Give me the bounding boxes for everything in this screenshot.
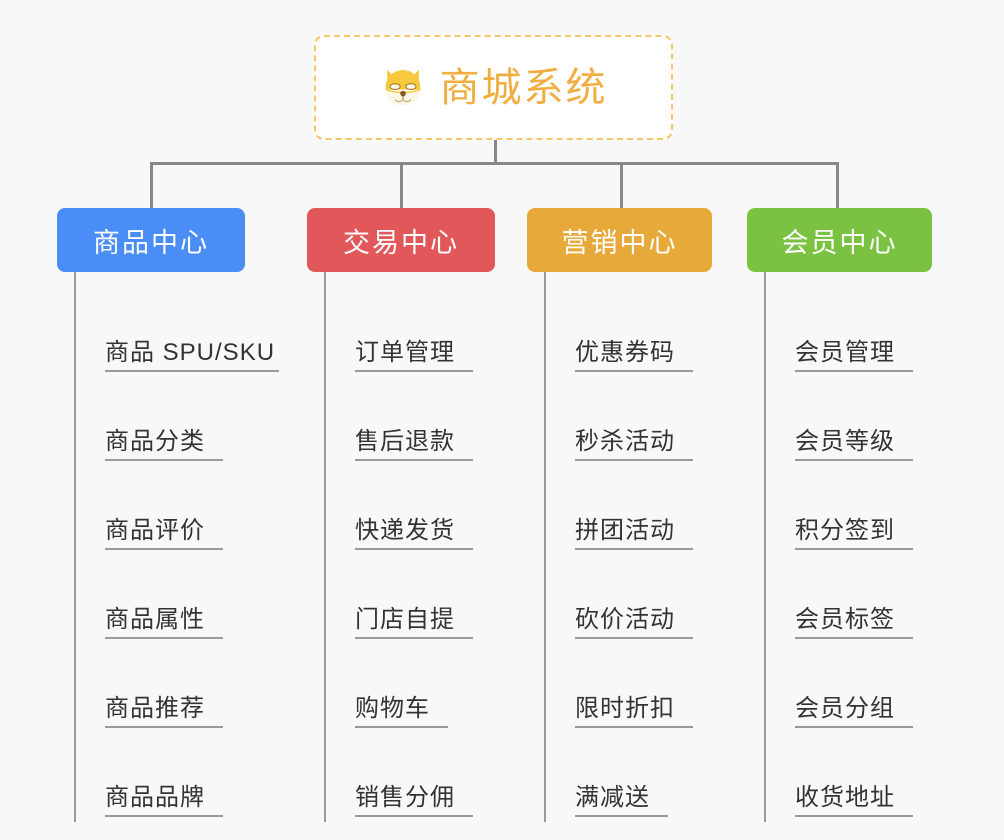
leaf-label: 优惠券码	[575, 339, 693, 372]
leaf-item[interactable]: 会员等级	[764, 377, 967, 466]
connector-drop-product	[150, 162, 153, 208]
leaf-label: 销售分佣	[355, 784, 473, 817]
category-header-trade-center[interactable]: 交易中心	[307, 208, 495, 272]
leaf-label: 商品属性	[105, 606, 223, 639]
leaf-item[interactable]: 商品品牌	[74, 733, 277, 822]
leaf-item[interactable]: 购物车	[324, 644, 527, 733]
leaf-item[interactable]: 商品分类	[74, 377, 277, 466]
leaf-label: 收货地址	[795, 784, 913, 817]
connector-trunk-trade	[324, 272, 326, 822]
connector-horizontal-bus	[150, 162, 839, 165]
leaf-item[interactable]: 满减送	[544, 733, 747, 822]
leaf-item[interactable]: 商品评价	[74, 466, 277, 555]
leaf-label: 会员等级	[795, 428, 913, 461]
leaf-label: 会员分组	[795, 695, 913, 728]
connector-trunk-product	[74, 272, 76, 822]
leaf-item[interactable]: 拼团活动	[544, 466, 747, 555]
leaf-item[interactable]: 优惠券码	[544, 288, 747, 377]
leaf-item[interactable]: 售后退款	[324, 377, 527, 466]
root-node[interactable]: 商城系统	[314, 35, 673, 140]
leaf-item[interactable]: 门店自提	[324, 555, 527, 644]
category-header-label: 营销中心	[561, 227, 678, 258]
leaf-label: 积分签到	[795, 517, 913, 550]
leaf-item[interactable]: 会员分组	[764, 644, 967, 733]
category-column-product-center: 商品中心 商品 SPU/SKU 商品分类 商品评价 商品属性 商品推荐 商品品牌	[57, 208, 280, 822]
leaf-label: 售后退款	[355, 428, 473, 461]
leaf-item[interactable]: 收货地址	[764, 733, 967, 822]
leaf-label: 商品品牌	[105, 784, 223, 817]
leaf-item[interactable]: 会员标签	[764, 555, 967, 644]
connector-trunk-member	[764, 272, 766, 822]
leaf-label: 砍价活动	[575, 606, 693, 639]
leaf-item[interactable]: 砍价活动	[544, 555, 747, 644]
leaf-label: 会员标签	[795, 606, 913, 639]
category-column-marketing-center: 营销中心 优惠券码 秒杀活动 拼团活动 砍价活动 限时折扣 满减送	[527, 208, 747, 822]
leaf-list-marketing-center: 优惠券码 秒杀活动 拼团活动 砍价活动 限时折扣 满减送	[527, 272, 747, 822]
connector-drop-trade	[400, 162, 403, 208]
leaf-item[interactable]: 快递发货	[324, 466, 527, 555]
shiba-dog-face-icon	[380, 65, 426, 111]
leaf-item[interactable]: 订单管理	[324, 288, 527, 377]
leaf-label: 门店自提	[355, 606, 473, 639]
leaf-label: 会员管理	[795, 339, 913, 372]
leaf-list-product-center: 商品 SPU/SKU 商品分类 商品评价 商品属性 商品推荐 商品品牌	[57, 272, 280, 822]
leaf-list-trade-center: 订单管理 售后退款 快递发货 门店自提 购物车 销售分佣	[307, 272, 527, 822]
leaf-item[interactable]: 会员管理	[764, 288, 967, 377]
category-header-product-center[interactable]: 商品中心	[57, 208, 245, 272]
leaf-label: 满减送	[575, 784, 668, 817]
leaf-label: 拼团活动	[575, 517, 693, 550]
category-header-member-center[interactable]: 会员中心	[747, 208, 932, 272]
leaf-label: 购物车	[355, 695, 448, 728]
category-header-label: 交易中心	[343, 227, 459, 258]
category-header-marketing-center[interactable]: 营销中心	[527, 208, 712, 272]
leaf-item[interactable]: 商品属性	[74, 555, 277, 644]
leaf-list-member-center: 会员管理 会员等级 积分签到 会员标签 会员分组 收货地址	[747, 272, 967, 822]
leaf-item[interactable]: 销售分佣	[324, 733, 527, 822]
category-column-member-center: 会员中心 会员管理 会员等级 积分签到 会员标签 会员分组 收货地址	[747, 208, 967, 822]
leaf-label: 商品评价	[105, 517, 223, 550]
category-header-label: 会员中心	[781, 227, 898, 258]
leaf-label: 订单管理	[355, 339, 473, 372]
leaf-label: 商品 SPU/SKU	[105, 339, 280, 372]
leaf-item[interactable]: 商品 SPU/SKU	[74, 288, 280, 377]
leaf-item[interactable]: 秒杀活动	[544, 377, 747, 466]
root-title: 商城系统	[439, 65, 608, 110]
leaf-label: 商品分类	[105, 428, 223, 461]
connector-trunk-marketing	[544, 272, 546, 822]
leaf-item[interactable]: 限时折扣	[544, 644, 747, 733]
leaf-label: 秒杀活动	[575, 428, 693, 461]
category-column-trade-center: 交易中心 订单管理 售后退款 快递发货 门店自提 购物车 销售分佣	[307, 208, 527, 822]
leaf-label: 快递发货	[355, 517, 473, 550]
connector-drop-member	[836, 162, 839, 208]
category-header-label: 商品中心	[93, 227, 209, 258]
leaf-item[interactable]: 商品推荐	[74, 644, 277, 733]
connector-root-stem	[494, 140, 497, 164]
leaf-label: 限时折扣	[575, 695, 693, 728]
leaf-label: 商品推荐	[105, 695, 223, 728]
connector-drop-marketing	[620, 162, 623, 208]
leaf-item[interactable]: 积分签到	[764, 466, 967, 555]
